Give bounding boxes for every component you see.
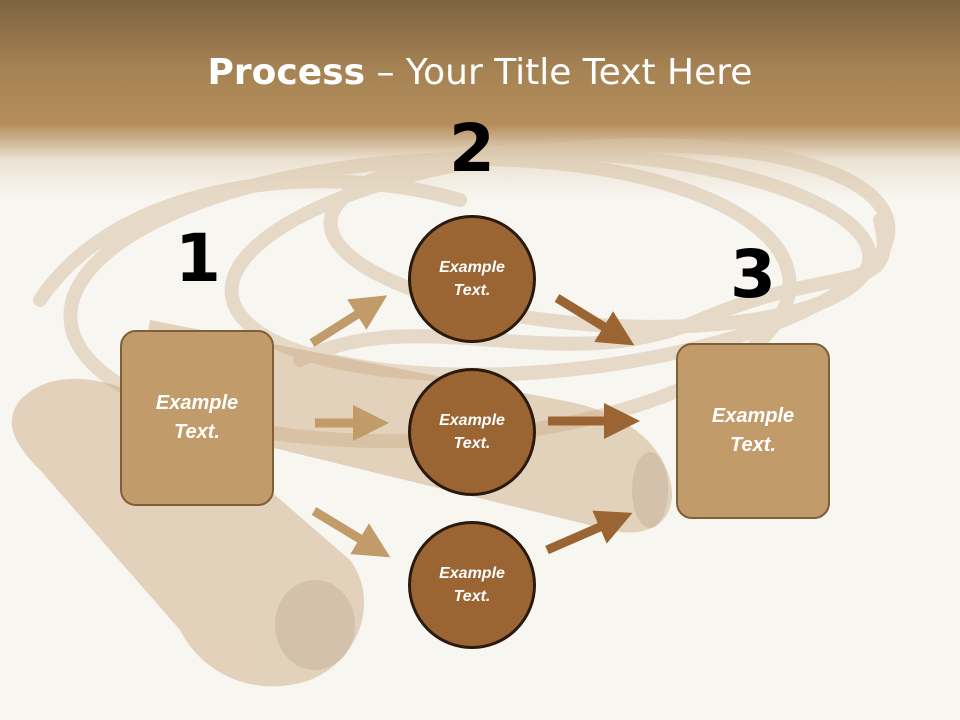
title-bold: Process	[207, 52, 366, 93]
slide-title: Process – Your Title Text Here	[0, 52, 960, 93]
step-number-2: 2	[449, 110, 495, 187]
step-number-3: 3	[730, 236, 776, 313]
step-2-circle-bottom: Example Text.	[408, 521, 536, 649]
arrow-circle-top-to-box3	[554, 294, 635, 346]
arrow-box1-to-circle-bottom	[311, 507, 391, 558]
title-rest: – Your Title Text Here	[365, 52, 753, 93]
arrow-box1-to-circle-top	[309, 295, 388, 347]
step-2-circle-middle: Example Text.	[408, 368, 536, 496]
step-3-box: Example Text.	[676, 343, 830, 519]
step-2-circle-top: Example Text.	[408, 215, 536, 343]
step-number-1: 1	[175, 220, 221, 297]
arrow-circle-bottom-to-box3	[545, 510, 633, 555]
step-1-box: Example Text.	[120, 330, 274, 506]
